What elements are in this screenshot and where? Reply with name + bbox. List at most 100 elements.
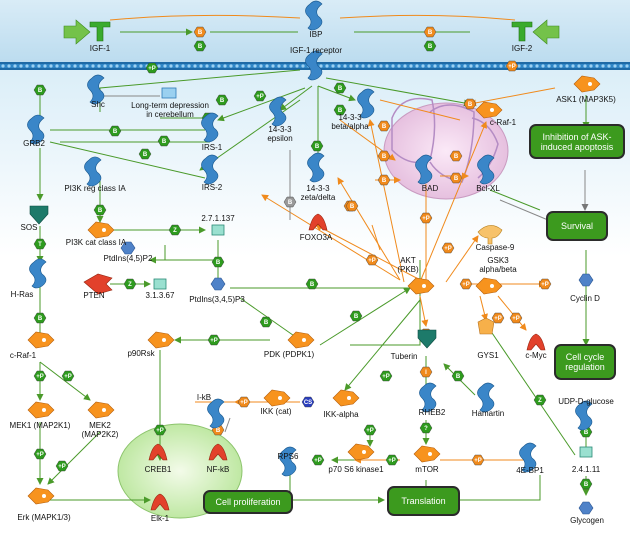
svg-text:T: T: [38, 242, 42, 248]
node-udp-glucose-label: UDP-D-glucose: [558, 397, 614, 406]
node-ptdins45-label: PtdIns(4,5)P2: [103, 254, 153, 263]
ec-3.1.3.67-icon: [153, 278, 167, 290]
node-irs1-label: IRS-1: [201, 143, 223, 152]
badge-phosphorylation-icon: +P: [505, 60, 519, 72]
svg-text:B: B: [288, 200, 293, 206]
igf1-arrow-icon: [63, 19, 91, 45]
bclxl-icon: [477, 154, 495, 185]
gys1-icon: [477, 317, 495, 335]
bad-icon: [415, 154, 433, 185]
node-ptdins345-label: PtdIns(3,4,5)P3: [189, 295, 245, 304]
svg-text:+P: +P: [58, 464, 66, 470]
svg-text:+P: +P: [36, 452, 44, 458]
badge-binding-icon: B: [193, 26, 207, 38]
badge-phosphorylation-icon: +P: [33, 370, 47, 382]
badge-phosphorylation-icon: +P: [33, 448, 47, 460]
creb1-icon: [148, 443, 168, 461]
svg-text:B: B: [98, 208, 103, 214]
ikb-icon: [207, 398, 225, 429]
hras-icon: [29, 258, 47, 289]
node-erk-label: Erk (MAPK1/3): [17, 513, 71, 522]
svg-text:B: B: [382, 178, 387, 184]
node-ltd-label: Long-term depression in cerebellum: [131, 101, 209, 119]
badge-binding-icon: B: [33, 312, 47, 324]
badge-binding-icon: B: [108, 125, 122, 137]
svg-text:+P: +P: [368, 258, 376, 264]
igf1-receptor-icon: [305, 50, 323, 81]
node-elk1-label: Elk-1: [150, 514, 170, 523]
ec-2.4.1.11-icon: [579, 446, 593, 458]
badge-binding-icon: B: [423, 40, 437, 52]
node-ec-2.7.1.137-label: 2.7.1.137: [201, 214, 235, 223]
badge-phosphorylation-icon: +P: [363, 424, 377, 436]
svg-text:+P: +P: [314, 458, 322, 464]
svg-text:B: B: [428, 30, 433, 36]
badge-binding-icon: B: [305, 278, 319, 290]
svg-text:B: B: [338, 86, 343, 92]
cmyc-icon: [526, 333, 546, 351]
svg-text:?: ?: [424, 426, 428, 432]
svg-text:B: B: [198, 30, 203, 36]
outcome-translation: Translation: [387, 486, 460, 516]
svg-text:B: B: [456, 374, 461, 380]
badge-binding-icon: B: [463, 98, 477, 110]
badge-binding-icon: B: [377, 120, 391, 132]
node-bclxl-label: Bcl-XL: [476, 184, 500, 193]
node-mtor-label: mTOR: [415, 465, 439, 474]
badge-phosphorylation-icon: +P: [509, 312, 523, 324]
sos-icon: [29, 205, 49, 225]
svg-text:Z: Z: [538, 398, 542, 404]
svg-text:B: B: [350, 204, 355, 210]
svg-text:B: B: [454, 176, 459, 182]
gsk3-icon: [475, 277, 503, 295]
badge-binding-icon: B: [423, 26, 437, 38]
node-ec-3.1.3.67-label: 3.1.3.67: [145, 291, 175, 300]
badge-binding-icon: B: [333, 82, 347, 94]
svg-text:+P: +P: [462, 282, 470, 288]
badge-phosphorylation-icon: +P: [441, 242, 455, 254]
badge-translocation-icon: T: [33, 238, 47, 250]
badge-binding-icon: B: [193, 40, 207, 52]
svg-text:+P: +P: [444, 246, 452, 252]
svg-text:B: B: [310, 282, 315, 288]
ptdins45-icon: [120, 241, 136, 255]
svg-text:B: B: [220, 98, 225, 104]
1433-epsilon-icon: [269, 96, 287, 127]
node-ikb-label: I-kB: [196, 393, 212, 402]
foxo3a-icon: [308, 213, 328, 231]
svg-text:+P: +P: [240, 400, 248, 406]
node-grb2-label: GRB2: [23, 139, 45, 148]
svg-text:CS: CS: [304, 400, 312, 406]
svg-text:B: B: [143, 152, 148, 158]
node-caspase9-label: Caspase-9: [475, 243, 515, 252]
node-hamartin-label: Hamartin: [471, 409, 505, 418]
node-igf2-label: IGF-2: [511, 44, 533, 53]
badge-binding-icon: B: [215, 94, 229, 106]
svg-text:B: B: [338, 108, 343, 114]
badge-binding-icon: B: [449, 172, 463, 184]
node-nfkb-label: NF-kB: [206, 465, 230, 474]
svg-text:Z: Z: [173, 228, 177, 234]
node-ibp-label: IBP: [309, 30, 323, 39]
nfkb-icon: [208, 443, 228, 461]
svg-text:+P: +P: [512, 316, 520, 322]
svg-text:+P: +P: [382, 374, 390, 380]
badge-phosphorylation-icon: +P: [61, 370, 75, 382]
badge-phosphorylation-icon: +P: [237, 396, 251, 408]
ask1-icon: [573, 75, 601, 93]
node-tuberin-label: Tuberin: [390, 352, 418, 361]
shc-icon: [87, 74, 105, 105]
outcome-survival: Survival: [546, 211, 608, 241]
badge-binding-icon: B: [33, 84, 47, 96]
node-1433-epsilon-label: 14-3-3 epsilon: [267, 125, 293, 143]
p90rsk-icon: [147, 331, 175, 349]
craf1-left-icon: [27, 331, 55, 349]
svg-text:+P: +P: [148, 66, 156, 72]
svg-text:Z: Z: [128, 282, 132, 288]
udp-glucose-icon: [575, 400, 593, 431]
pdk-icon: [287, 331, 315, 349]
node-akt-label: AKT (PKB): [397, 256, 419, 274]
igf2-ligand-icon: [511, 21, 533, 42]
badge-phosphorylation-icon: +P: [207, 334, 221, 346]
akt-icon: [407, 277, 435, 295]
